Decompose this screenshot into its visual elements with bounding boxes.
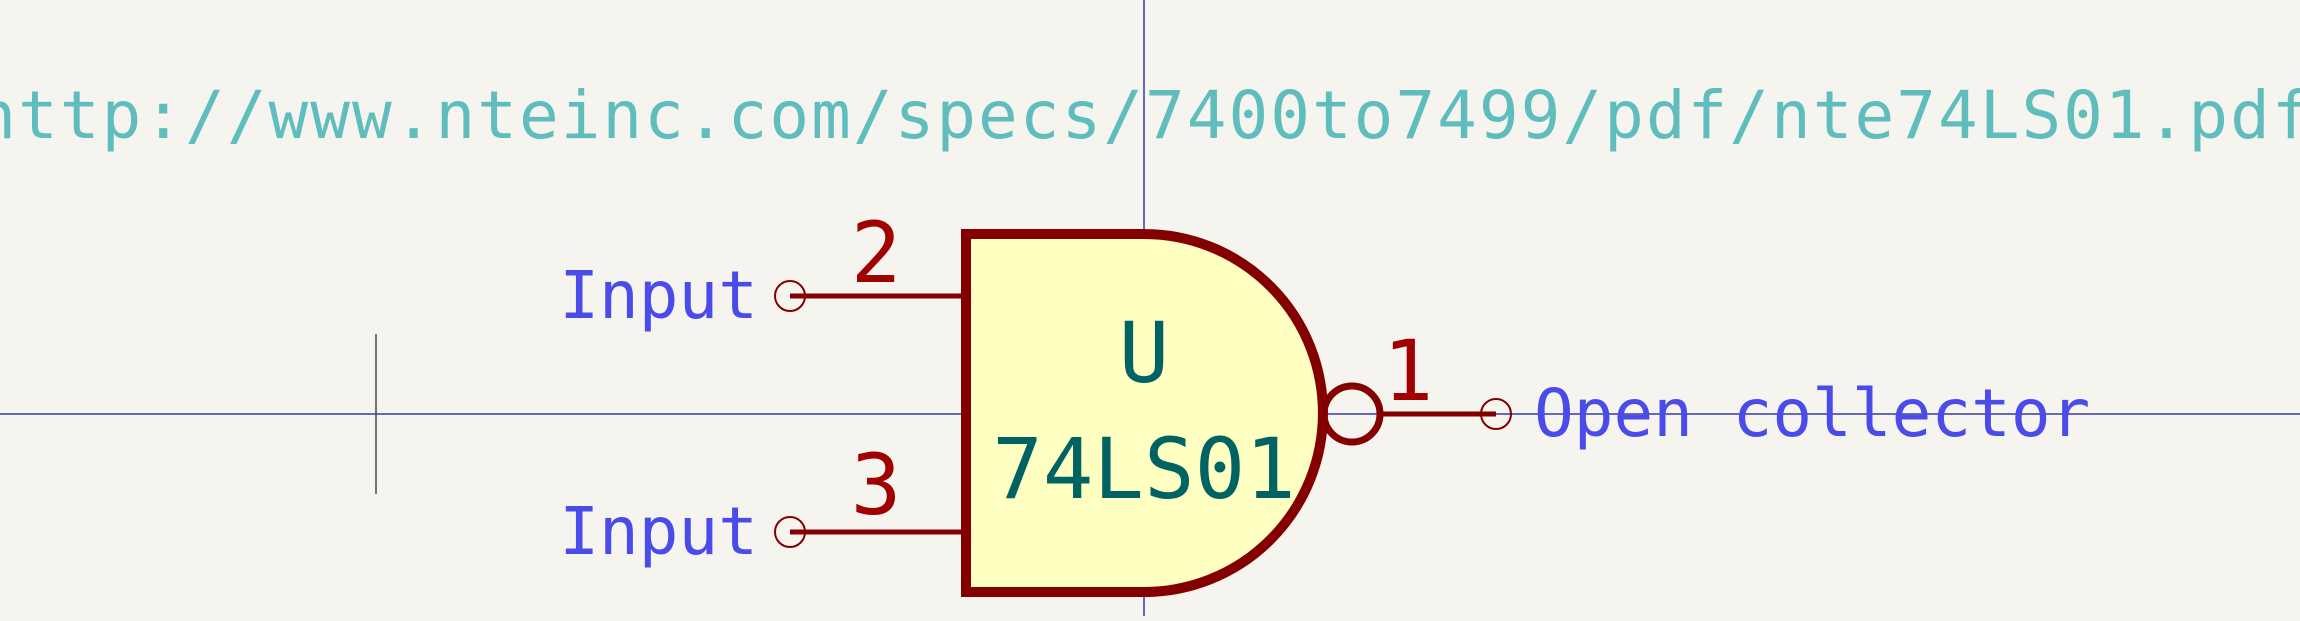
pin-3-connection-point[interactable] [774,516,806,548]
pin-3-number: 3 [851,436,902,534]
pin-1-connection-point[interactable] [1480,398,1512,430]
part-value[interactable]: 74LS01 [992,420,1295,518]
nand-gate-body[interactable] [961,229,1328,597]
pin-1-number: 1 [1383,322,1434,420]
pin-2-connection-point[interactable] [774,280,806,312]
pin-2-number: 2 [851,204,902,302]
datasheet-url[interactable]: http://www.nteinc.com/specs/7400to7499/p… [0,77,2300,154]
pin-1-name: Open collector [1534,375,2090,452]
inversion-bubble [1320,382,1384,446]
pin-2-name: Input [559,257,758,334]
pin-3-name: Input [559,493,758,570]
reference-designator[interactable]: U [1119,304,1170,402]
